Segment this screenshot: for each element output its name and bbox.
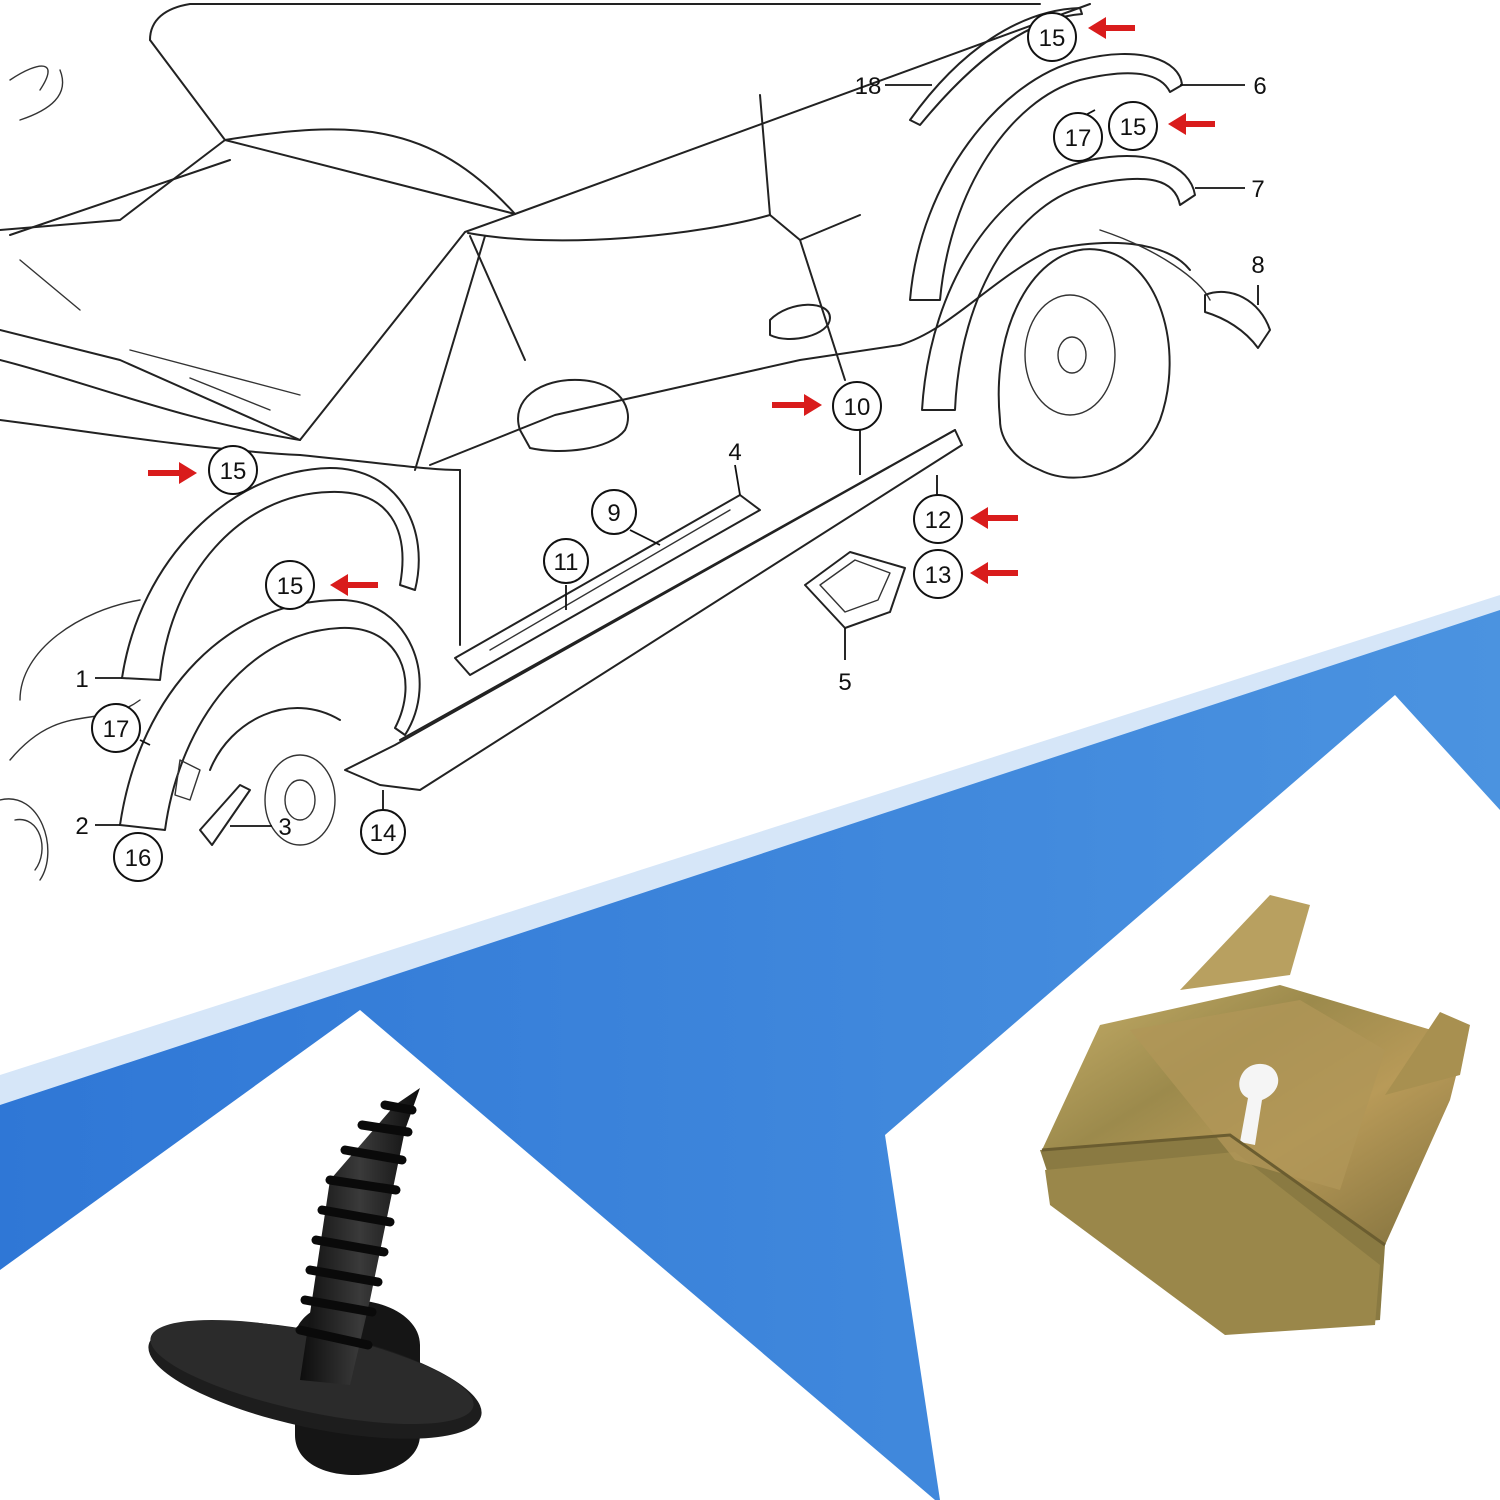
- callout-15-front-lower: 15: [265, 560, 315, 610]
- svg-text:12: 12: [925, 507, 952, 534]
- callout-9: 9: [591, 489, 637, 535]
- label-4: 4: [728, 439, 741, 466]
- svg-text:15: 15: [220, 458, 247, 485]
- svg-text:10: 10: [844, 394, 871, 421]
- svg-text:13: 13: [925, 562, 952, 589]
- svg-text:11: 11: [554, 549, 579, 576]
- svg-text:16: 16: [125, 845, 152, 872]
- callout-15-top: 15: [1027, 12, 1077, 62]
- callout-17-front: 17: [91, 703, 141, 753]
- rear-wheel-arch-7: [921, 155, 1196, 411]
- side-skirt: [344, 429, 963, 791]
- screw-icon: [148, 1088, 482, 1475]
- red-arrow-icon: [970, 507, 1018, 529]
- red-arrow-icon: [772, 394, 822, 416]
- callout-13: 13: [913, 549, 963, 599]
- callout-15-rear: 15: [1108, 101, 1158, 151]
- front-wheel-arch-upper: [121, 467, 420, 681]
- callout-10: 10: [832, 381, 882, 431]
- svg-text:17: 17: [1065, 125, 1092, 152]
- svg-text:15: 15: [277, 573, 304, 600]
- parts-drawing: [119, 7, 1271, 846]
- red-arrow-icon: [148, 462, 197, 484]
- label-2: 2: [75, 813, 88, 840]
- label-8: 8: [1251, 252, 1264, 279]
- rear-trim-18: [909, 7, 1083, 126]
- front-wheel-arch-lower: [119, 599, 421, 831]
- red-arrow-icon: [1168, 113, 1215, 135]
- label-3: 3: [278, 814, 291, 841]
- part-8: [1204, 290, 1271, 349]
- leader-lines: [95, 84, 1259, 827]
- red-arrows: [148, 17, 1215, 596]
- label-18: 18: [855, 73, 882, 100]
- svg-text:14: 14: [370, 820, 397, 847]
- callout-15-front-upper: 15: [208, 445, 258, 495]
- callout-14: 14: [360, 809, 406, 855]
- callout-16: 16: [113, 832, 163, 882]
- label-1: 1: [75, 666, 88, 693]
- label-7: 7: [1251, 176, 1264, 203]
- u-nut-clip-icon: [1040, 895, 1470, 1335]
- red-arrow-icon: [970, 562, 1018, 584]
- part-5: [804, 551, 906, 629]
- red-arrow-icon: [330, 574, 378, 596]
- svg-text:15: 15: [1039, 25, 1066, 52]
- part-number-labels: 1 2 3 4 5 6 7 8 18: [75, 73, 1266, 841]
- callout-11: 11: [543, 538, 589, 584]
- callout-17-rear: 17: [1053, 112, 1103, 162]
- callout-12: 12: [913, 494, 963, 544]
- svg-text:17: 17: [103, 716, 130, 743]
- part-3: [199, 784, 251, 846]
- svg-text:15: 15: [1120, 114, 1147, 141]
- label-5: 5: [838, 669, 851, 696]
- white-diagram-area: [0, 0, 1500, 890]
- svg-text:9: 9: [607, 500, 620, 527]
- label-6: 6: [1253, 73, 1266, 100]
- car-line-drawing: [0, 3, 1211, 881]
- circled-callouts: 9 10 11 12 13 14 15 15: [91, 12, 1158, 882]
- red-arrow-icon: [1088, 17, 1135, 39]
